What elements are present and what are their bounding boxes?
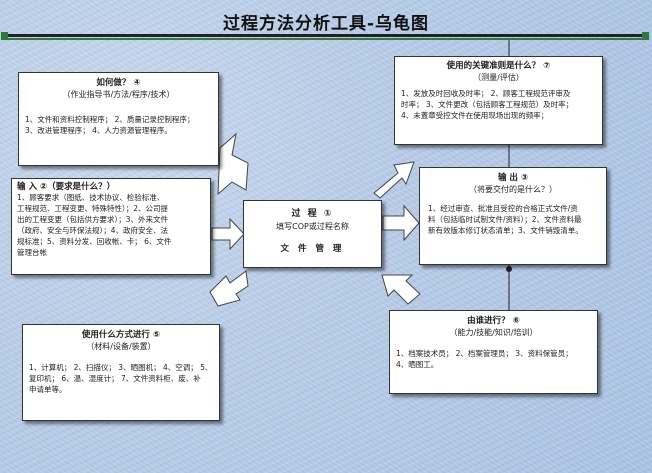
key-body: 1、发放及时回收及时率； 2、顾客工程规范评审及 时率； 3、文件更改（包括顾客… xyxy=(401,89,596,122)
input-line: 1、顾客要求（图纸、技术协议、检验标准、 xyxy=(17,193,165,203)
process-title: 过 程 ① xyxy=(291,209,334,219)
key-criteria-box: 使用的关键准则是什么？ ⑦ （测量/评估） 1、发放及时回收及时率； 2、顾客工… xyxy=(394,56,603,145)
who-subheading: （能力/技能/知识/培训） xyxy=(449,328,538,338)
resources-line: 申请单等。 xyxy=(29,384,67,394)
how-line: 1、文件和资料控制程序； 2、质量记录控制程序； xyxy=(25,114,195,124)
how-box: 如何做？ ④ （作业指导书/方法/程序/技术） 1、文件和资料控制程序； 2、质… xyxy=(18,72,219,166)
connector-dot xyxy=(506,266,512,272)
process-name: 文 件 管 理 xyxy=(280,243,345,254)
who-heading: 由谁进行？ ⑥ xyxy=(467,316,520,326)
input-line: 出的工程变更（包括供方要求）；3、外来文件 xyxy=(17,215,169,225)
input-line: 管理台帐 xyxy=(17,247,47,257)
input-line: 规标准；5、资料分发、回收帐、卡； 6、文件 xyxy=(17,236,172,246)
arrow-output xyxy=(382,204,420,242)
process-box: 过 程 ① 填写COP或过程名称 文 件 管 理 xyxy=(243,200,382,268)
key-line: 1、发放及时回收及时率； 2、顾客工程规范评审及 xyxy=(401,88,571,98)
page-title: 过程方法分析工具-乌龟图 xyxy=(222,14,430,34)
resources-line: 复印机； 6、温、湿度计； 7、文件资料柜、废、补 xyxy=(29,373,201,383)
input-line: 工程规范、工程变更、特殊特性）；2、公司提 xyxy=(17,204,169,214)
how-heading: 如何做？ ④ xyxy=(96,78,141,88)
output-subheading: （将要交付的是什么？） xyxy=(469,185,557,195)
who-box: 由谁进行？ ⑥ （能力/技能/知识/培训） 1、档案技术员； 2、档案管理员； … xyxy=(389,310,598,394)
output-line: 1、经过审查、批准且受控的合格正式文件/资 xyxy=(428,203,578,213)
input-line: （政府、安全与环保法规）；4、政府安全、法 xyxy=(17,225,169,235)
output-box: 输 出 ③ （将要交付的是什么？） 1、经过审查、批准且受控的合格正式文件/资 … xyxy=(419,167,607,265)
rule-end-right xyxy=(642,32,649,40)
arrow-resources xyxy=(209,270,249,307)
key-line: 时率； 3、文件更改（包括顾客工程规范）及时率； xyxy=(401,99,574,109)
output-heading: 输 出 ③ xyxy=(497,173,529,183)
key-heading: 使用的关键准则是什么？ ⑦ xyxy=(446,61,551,71)
who-body: 1、档案技术员； 2、档案管理员； 3、资料保管员； 4、晒图工。 xyxy=(396,349,591,371)
rule-end-left xyxy=(1,32,8,40)
how-subheading: （作业指导书/方法/程序/技术） xyxy=(62,90,175,100)
resources-heading: 使用什么方式进行 ⑤ xyxy=(81,330,161,340)
output-line: 新有效版本修订状态清单；3、文件销毁清单。 xyxy=(428,225,583,235)
resources-body: 1、计算机； 2、扫描仪； 3、晒图机； 4、空调； 5、 复印机； 6、温、湿… xyxy=(29,363,213,396)
how-line: 3、改进管理程序； 4、人力资源管理程序。 xyxy=(25,125,172,135)
who-line: 1、档案技术员； 2、档案管理员； 3、资料保管员； xyxy=(396,348,573,358)
input-body: 1、顾客要求（图纸、技术协议、检验标准、 工程规范、工程变更、特殊特性）；2、公… xyxy=(17,193,205,258)
rule-line-dark xyxy=(5,34,645,37)
output-line: 料（包括临时试制文件/资料）；2、文件资料最 xyxy=(428,214,582,224)
resources-box: 使用什么方式进行 ⑤ （材料/设备/装置） 1、计算机； 2、扫描仪； 3、晒图… xyxy=(22,324,220,421)
resources-line: 1、计算机； 2、扫描仪； 3、晒图机； 4、空调； 5、 xyxy=(29,362,213,372)
resources-subheading: （材料/设备/装置） xyxy=(86,342,156,352)
key-line: 4、未蓋章受控文件在使用现场出现的频率； xyxy=(401,110,549,120)
arrow-key xyxy=(373,161,415,199)
output-body: 1、经过审查、批准且受控的合格正式文件/资 料（包括临时试制文件/资料）；2、文… xyxy=(428,204,598,237)
arrow-how xyxy=(217,132,249,196)
how-body: 1、文件和资料控制程序； 2、质量记录控制程序； 3、改进管理程序； 4、人力资… xyxy=(25,115,212,137)
key-subheading: （测量/评估） xyxy=(473,73,524,83)
arrow-input xyxy=(211,217,245,251)
process-subtitle: 填写COP或过程名称 xyxy=(276,222,349,232)
input-heading: 输 入 ②（要求是什么？） xyxy=(17,182,116,192)
input-box: 输 入 ②（要求是什么？） 1、顾客要求（图纸、技术协议、检验标准、 工程规范、… xyxy=(11,178,211,275)
who-line: 4、晒图工。 xyxy=(396,359,439,369)
arrow-who xyxy=(381,274,421,305)
rule-line-green xyxy=(5,38,645,40)
